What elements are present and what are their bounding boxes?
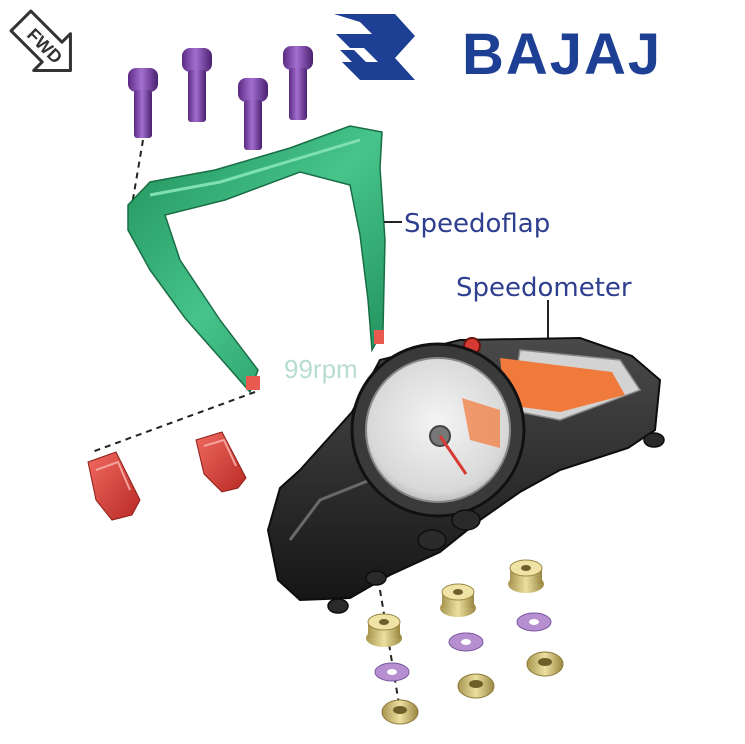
mounting-bolts [128, 46, 313, 150]
housing-bosses [327, 432, 665, 614]
collar-nut [457, 673, 495, 699]
collar-nut [381, 699, 419, 725]
bolt [238, 78, 268, 150]
speedometer-label: Speedometer [456, 273, 632, 303]
washer [516, 612, 552, 632]
fwd-arrow-icon: FWD [9, 9, 72, 72]
bushings-and-washers [366, 559, 564, 725]
bushing [366, 613, 402, 647]
speedometer-unit [266, 336, 665, 614]
washer [374, 662, 410, 682]
speedometer-dial [350, 342, 526, 518]
bolt [128, 68, 158, 138]
rubber-grommets [87, 431, 247, 521]
lcd-display [500, 358, 625, 412]
collar-nut [526, 651, 564, 677]
bolt [182, 48, 212, 122]
flap-tab-left [246, 376, 260, 390]
washer [448, 632, 484, 652]
speedometer-callout: Speedometer [456, 273, 632, 338]
bushing [440, 583, 476, 617]
watermark: 99rpm [284, 354, 358, 384]
bolt [283, 46, 313, 120]
bushing [508, 559, 544, 593]
bajaj-logo: BAJAJ [334, 14, 662, 87]
flap-tab-right [374, 330, 384, 344]
rubber-grommet [195, 431, 247, 493]
assembly-guide-lines [91, 139, 401, 711]
bajaj-emblem-icon [334, 14, 415, 80]
brand-name: BAJAJ [462, 22, 662, 87]
rubber-grommet [87, 451, 141, 521]
speedoflap-bracket [127, 125, 386, 394]
speedoflap-label: Speedoflap [404, 209, 550, 239]
dial-needle [438, 435, 468, 475]
speedoflap-callout: Speedoflap [384, 209, 550, 239]
